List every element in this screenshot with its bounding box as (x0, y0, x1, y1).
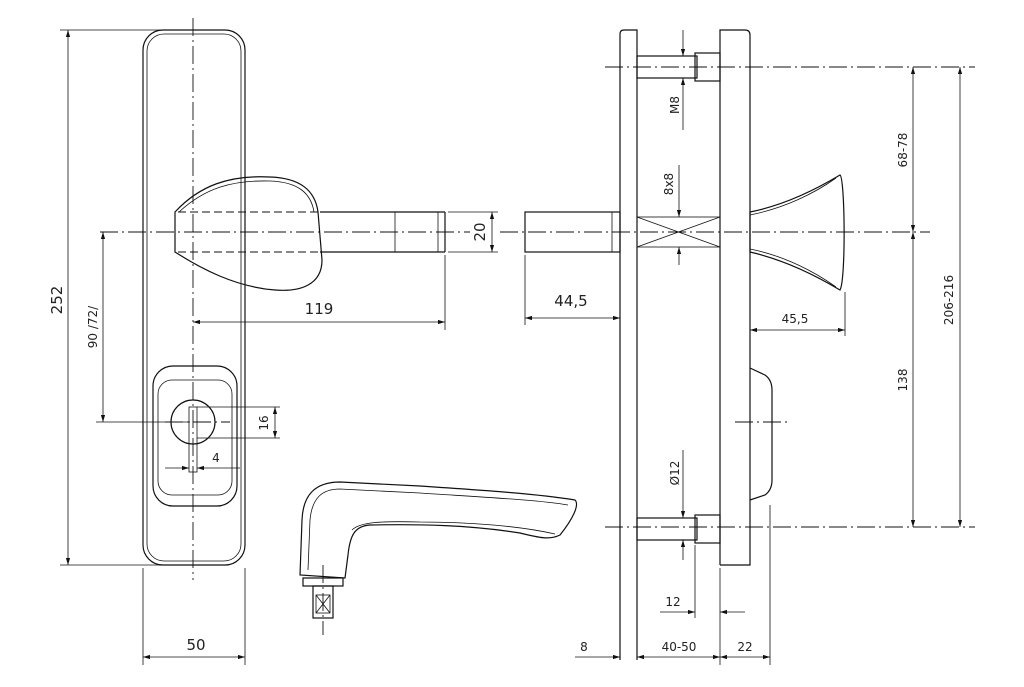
dim-12: 12 (660, 545, 745, 618)
dim-4: 4 (165, 451, 240, 471)
label-plate-thickness: 8 (580, 640, 588, 654)
dim-8x8: 8x8 (662, 165, 682, 265)
label-screw-diameter: Ø12 (668, 461, 682, 486)
label-spindle-square: 8x8 (662, 173, 676, 195)
label-door-thickness: 40-50 (662, 640, 697, 654)
dim-90-72: 90 /72/ (86, 232, 190, 423)
dim-50: 50 (142, 568, 246, 665)
label-screw-spacing-top: 68-78 (896, 133, 910, 168)
label-screw-thread: M8 (668, 96, 682, 114)
handle-top-view (100, 176, 470, 291)
dim-68-78: 68-78 (896, 67, 916, 232)
front-plate (142, 18, 246, 580)
label-knob-length: 45,5 (782, 312, 809, 326)
label-cylinder-offset: 4 (212, 451, 220, 465)
dim-d12: Ø12 (668, 450, 686, 560)
label-screw-offset: 12 (665, 595, 680, 609)
label-spindle-protrusion: 44,5 (554, 292, 587, 310)
dim-45-5: 45,5 (750, 292, 846, 336)
cylinder-escutcheon (152, 365, 238, 507)
label-screw-spacing-total: 206-216 (942, 275, 956, 325)
label-handle-length: 119 (305, 300, 334, 318)
label-screw-spacing-bottom: 138 (896, 369, 910, 392)
label-cylinder-hole: 16 (257, 415, 271, 430)
dim-138: 138 (896, 232, 916, 527)
dim-252: 252 (48, 29, 190, 566)
dim-206-216: 206-216 (942, 67, 963, 527)
side-section (500, 29, 975, 660)
dim-44-5: 44,5 (524, 255, 620, 325)
label-lock-distance: 90 /72/ (86, 305, 100, 348)
label-spindle-height: 20 (471, 222, 489, 241)
label-rosette-thickness: 22 (737, 640, 752, 654)
handle-side-view (299, 481, 578, 635)
dim-16: 16 (197, 406, 280, 439)
label-plate-width: 50 (186, 636, 205, 654)
dim-bottom-chain: 8 40-50 22 (575, 505, 771, 665)
dim-119: 119 (193, 255, 446, 330)
label-overall-height: 252 (48, 286, 66, 315)
dim-20: 20 (448, 211, 498, 253)
dim-m8: M8 (668, 30, 686, 130)
